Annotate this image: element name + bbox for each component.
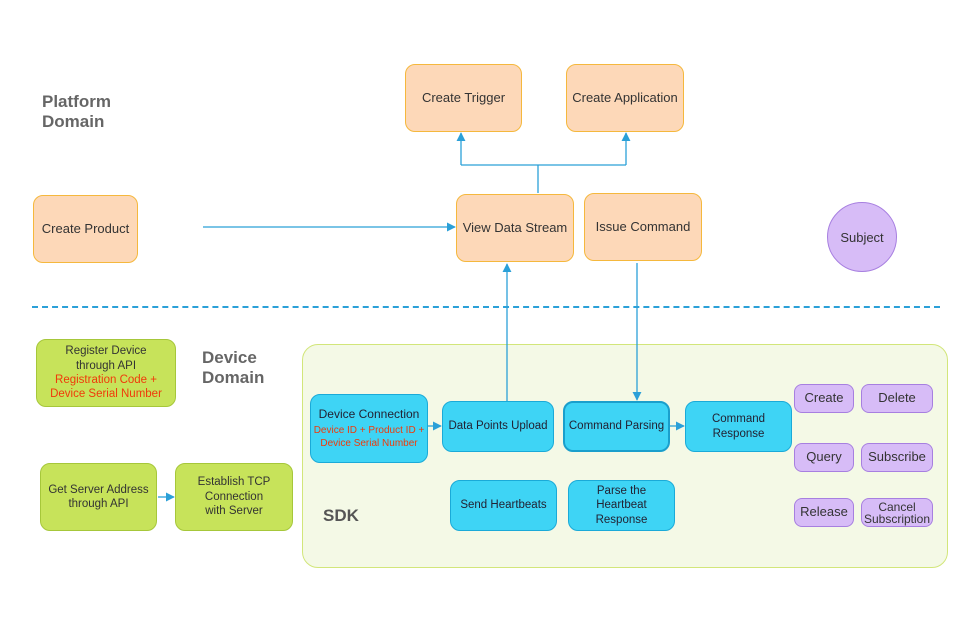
- sdk-label: SDK: [323, 506, 359, 525]
- command-response-label: Command Response: [711, 413, 766, 440]
- create-op-node[interactable]: Create: [794, 384, 854, 413]
- create-trigger-node[interactable]: Create Trigger: [405, 64, 522, 132]
- establish-tcp-line2: Connection: [204, 490, 264, 503]
- data-points-upload-node[interactable]: Data Points Upload: [442, 401, 554, 452]
- command-parsing-node[interactable]: Command Parsing: [563, 401, 670, 452]
- view-data-stream-node[interactable]: View Data Stream: [456, 194, 574, 262]
- cancel-subscription-op-node[interactable]: Cancel Subscription: [861, 498, 933, 527]
- get-server-address-line2: through API: [68, 498, 129, 510]
- release-op-label: Release: [800, 504, 848, 520]
- device-connection-line1: Device Connection: [318, 407, 420, 421]
- cancel-subscription-line1: Cancel: [878, 499, 916, 514]
- device-serial-number-text: Device Serial Number: [50, 388, 162, 401]
- create-application-node[interactable]: Create Application: [566, 64, 684, 132]
- cancel-subscription-line2: Subscription: [863, 511, 931, 526]
- create-trigger-label: Create Trigger: [421, 89, 506, 105]
- delete-op-node[interactable]: Delete: [861, 384, 933, 413]
- device-connection-node[interactable]: Device Connection Device ID + Product ID…: [310, 394, 428, 463]
- parse-heartbeat-line2: Heartbeat Response: [595, 499, 648, 526]
- device-domain-title: Device Domain: [202, 348, 265, 387]
- get-server-address-line1: Get Server Address: [48, 483, 149, 496]
- create-op-label: Create: [804, 390, 844, 406]
- data-points-upload-label: Data Points Upload: [448, 420, 548, 433]
- get-server-address-node[interactable]: Get Server Address through API: [40, 463, 157, 531]
- send-heartbeats-label: Send Heartbeats: [460, 499, 547, 512]
- parse-heartbeat-node[interactable]: Parse the Heartbeat Response: [568, 480, 675, 531]
- establish-tcp-line1: Establish TCP: [197, 476, 271, 489]
- command-parsing-label: Command Parsing: [568, 420, 665, 433]
- domain-divider: [32, 306, 940, 308]
- register-device-node[interactable]: Register Device through API Registration…: [36, 339, 176, 407]
- create-application-label: Create Application: [572, 89, 678, 105]
- create-product-node[interactable]: Create Product: [33, 195, 138, 263]
- issue-command-node[interactable]: Issue Command: [584, 193, 702, 261]
- create-product-label: Create Product: [41, 220, 130, 236]
- send-heartbeats-node[interactable]: Send Heartbeats: [450, 480, 557, 531]
- query-op-label: Query: [806, 449, 842, 465]
- establish-tcp-node[interactable]: Establish TCP Connection with Server: [175, 463, 293, 531]
- parse-heartbeat-line1: Parse the: [596, 484, 647, 497]
- subject-label: Subject: [840, 229, 884, 245]
- register-device-line1: Register Device: [65, 345, 147, 358]
- delete-op-label: Delete: [878, 390, 916, 406]
- platform-domain-title: Platform Domain: [42, 92, 111, 131]
- issue-command-label: Issue Command: [595, 218, 691, 234]
- register-device-line2: through API: [75, 359, 137, 372]
- device-id-text: Device ID + Product ID +: [313, 425, 425, 436]
- subscribe-op-label: Subscribe: [868, 449, 926, 465]
- release-op-node[interactable]: Release: [794, 498, 854, 527]
- device-serial-text: Device Serial Number: [320, 437, 418, 449]
- query-op-node[interactable]: Query: [794, 443, 854, 472]
- view-data-stream-label: View Data Stream: [462, 219, 568, 235]
- registration-code-text: Registration Code +: [55, 374, 157, 386]
- subscribe-op-node[interactable]: Subscribe: [861, 443, 933, 472]
- subject-node[interactable]: Subject: [827, 202, 897, 272]
- establish-tcp-line3: with Server: [205, 505, 263, 518]
- command-response-node[interactable]: Command Response: [685, 401, 792, 452]
